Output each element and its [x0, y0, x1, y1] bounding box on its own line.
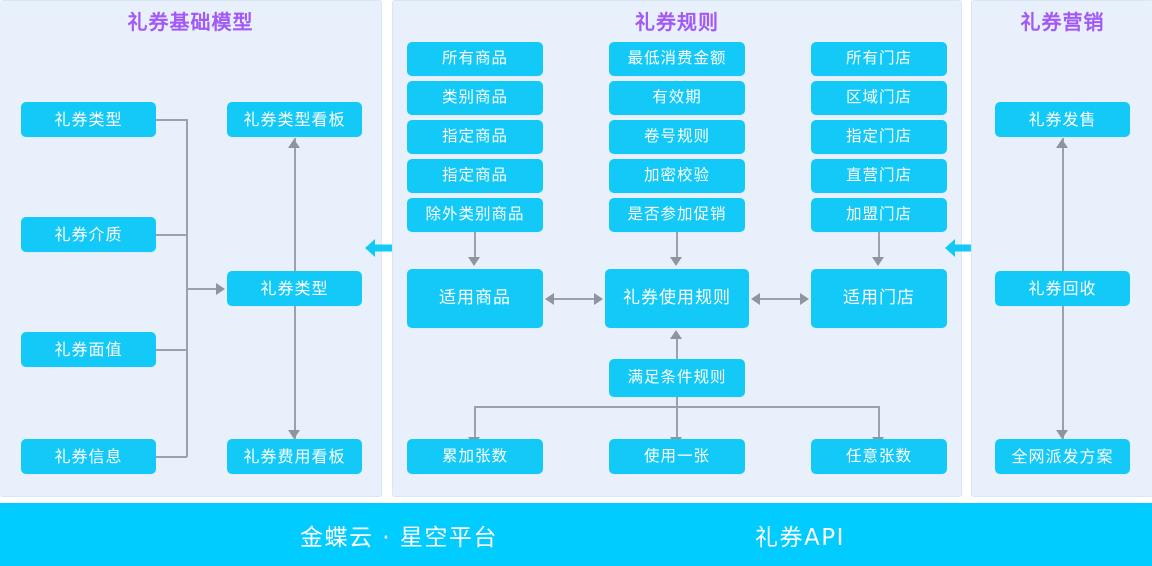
node-validity-period[interactable]: 有效期	[609, 81, 745, 115]
node-applicable-stores[interactable]: 适用门店	[811, 269, 947, 328]
arrowhead-to-fee-board-icon	[288, 430, 300, 439]
node-coupon-type-center[interactable]: 礼券类型	[227, 271, 362, 306]
node-encryption-check[interactable]: 加密校验	[609, 159, 745, 193]
node-min-consumption-amount[interactable]: 最低消费金额	[609, 42, 745, 76]
node-use-one[interactable]: 使用一张	[609, 439, 745, 474]
connector-goods-usage	[549, 298, 599, 300]
coupon-api-label: 礼券API	[755, 524, 845, 551]
node-coupon-medium[interactable]: 礼券介质	[21, 217, 156, 252]
node-direct-stores[interactable]: 直营门店	[811, 159, 947, 193]
connector-center-to-type-board	[294, 138, 296, 271]
node-specified-goods-2[interactable]: 指定商品	[407, 159, 543, 193]
connector-recycle-to-sale	[1062, 138, 1064, 271]
connector-type-to-bus	[156, 119, 187, 121]
node-specified-stores[interactable]: 指定门店	[811, 120, 947, 154]
connector-rules-drop	[676, 232, 678, 260]
arrowhead-usage-stores-left-icon	[751, 293, 760, 305]
node-coupon-usage-rule[interactable]: 礼券使用规则	[605, 269, 749, 328]
panel-coupon-marketing-title: 礼券营销	[1020, 10, 1105, 34]
arrowhead-to-plan-icon	[1056, 430, 1068, 439]
node-coupon-sale[interactable]: 礼券发售	[995, 102, 1130, 137]
node-cumulative-count[interactable]: 累加张数	[407, 439, 543, 474]
node-all-goods[interactable]: 所有商品	[407, 42, 543, 76]
arrowhead-goods-usage-right-icon	[594, 293, 603, 305]
node-any-count[interactable]: 任意张数	[811, 439, 947, 474]
node-coupon-fee-board[interactable]: 礼券费用看板	[227, 439, 362, 474]
platform-label: 金蝶云 · 星空平台	[300, 524, 498, 551]
node-network-distribution-plan[interactable]: 全网派发方案	[995, 439, 1130, 474]
connector-goods-drop	[474, 232, 476, 260]
node-voucher-number-rule[interactable]: 卷号规则	[609, 120, 745, 154]
panel-base-model-title: 礼券基础模型	[127, 10, 254, 34]
node-category-goods[interactable]: 类别商品	[407, 81, 543, 115]
node-coupon-type-board[interactable]: 礼券类型看板	[227, 102, 362, 137]
node-join-promotion[interactable]: 是否参加促销	[609, 198, 745, 232]
node-coupon-info[interactable]: 礼券信息	[21, 439, 156, 474]
node-specified-goods-1[interactable]: 指定商品	[407, 120, 543, 154]
arrowhead-condition-to-usage-icon	[670, 330, 682, 339]
arrowhead-goods-usage-left-icon	[545, 293, 554, 305]
node-condition-rule[interactable]: 满足条件规则	[609, 359, 745, 397]
connector-center-to-fee-board	[294, 306, 296, 439]
arrowhead-stores-drop-icon	[872, 257, 884, 266]
bidirectional-arrow-icon-right	[945, 239, 987, 257]
connector-condition-bus	[474, 406, 878, 408]
connector-usage-stores	[755, 298, 805, 300]
connector-info-to-bus	[156, 456, 187, 458]
panel-coupon-marketing: 礼券营销 礼券发售 礼券回收 全网派发方案	[971, 0, 1152, 497]
connector-recycle-to-plan	[1062, 306, 1064, 439]
connector-stores-drop	[878, 232, 880, 260]
arrowhead-to-type-board-icon	[288, 139, 300, 148]
node-coupon-recycle[interactable]: 礼券回收	[995, 271, 1130, 306]
node-all-stores[interactable]: 所有门店	[811, 42, 947, 76]
connector-condition-right-drop	[878, 406, 880, 443]
node-coupon-type[interactable]: 礼券类型	[21, 102, 156, 137]
bidirectional-arrow-icon-left	[365, 239, 407, 257]
node-coupon-face-value[interactable]: 礼券面值	[21, 332, 156, 367]
arrowhead-rules-drop-icon	[670, 257, 682, 266]
node-franchise-stores[interactable]: 加盟门店	[811, 198, 947, 232]
node-excluded-category-goods[interactable]: 除外类别商品	[407, 198, 543, 232]
node-applicable-goods[interactable]: 适用商品	[407, 269, 543, 328]
connector-bus-to-center	[186, 288, 217, 290]
connector-condition-to-usage	[676, 337, 678, 367]
connector-medium-to-bus	[156, 234, 187, 236]
panel-base-model: 礼券基础模型 礼券类型 礼券介质 礼券面值 礼券信息 礼券类型看板 礼券类型 礼…	[0, 0, 382, 497]
panel-coupon-rules-title: 礼券规则	[635, 10, 719, 34]
panel-coupon-rules: 礼券规则 所有商品 类别商品 指定商品 指定商品 除外类别商品 最低消费金额 有…	[392, 0, 962, 497]
arrowhead-to-sale-icon	[1056, 139, 1068, 148]
connector-face-value-to-bus	[156, 349, 187, 351]
node-region-stores[interactable]: 区域门店	[811, 81, 947, 115]
arrowhead-bus-to-center-icon	[216, 283, 225, 295]
arrowhead-goods-drop-icon	[468, 257, 480, 266]
connector-condition-spine	[676, 397, 678, 443]
arrowhead-usage-stores-right-icon	[800, 293, 809, 305]
platform-bar: 金蝶云 · 星空平台 礼券API	[0, 503, 1152, 566]
connector-condition-left-drop	[474, 406, 476, 443]
